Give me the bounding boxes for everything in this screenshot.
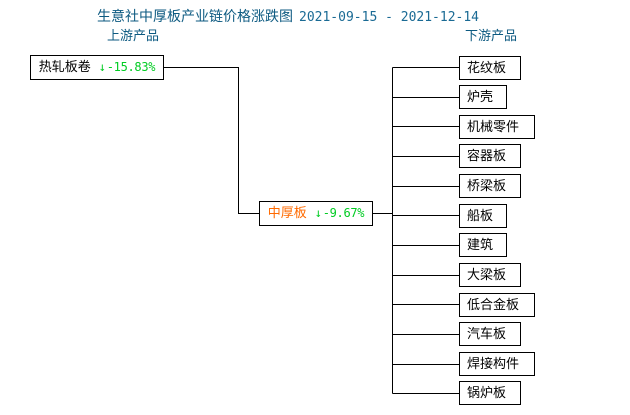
node-label: 建筑 [467, 237, 494, 253]
node-downstream-5[interactable]: 桥梁板 [459, 174, 521, 198]
downstream-branches [392, 67, 459, 394]
node-label: 容器板 [467, 148, 507, 164]
date-range: 2021-09-15 - 2021-12-14 [299, 10, 480, 25]
node-label: 热轧板卷 [38, 60, 91, 75]
node-upstream-hot-rolled-coil[interactable]: 热轧板卷 ↓-15.83% [30, 55, 164, 80]
page-title: 生意社中厚板产业链价格涨跌图 [97, 9, 293, 25]
node-downstream-7[interactable]: 建筑 [459, 233, 507, 257]
node-downstream-6[interactable]: 船板 [459, 204, 507, 228]
edge-upstream-to-center [164, 67, 259, 214]
change-percent: -15.83% [106, 60, 156, 74]
node-label: 机械零件 [467, 119, 520, 135]
upstream-column-label: 上游产品 [107, 29, 160, 44]
node-downstream-8[interactable]: 大梁板 [459, 263, 521, 287]
arrow-down-icon: ↓ [98, 60, 106, 74]
node-label: 锅炉板 [467, 385, 507, 401]
node-label: 花纹板 [467, 60, 507, 76]
node-downstream-9[interactable]: 低合金板 [459, 293, 535, 317]
node-downstream-2[interactable]: 炉壳 [459, 85, 507, 109]
node-center-medium-plate[interactable]: 中厚板 ↓-9.67% [259, 201, 373, 226]
node-downstream-3[interactable]: 机械零件 [459, 115, 535, 139]
node-label: 焊接构件 [467, 356, 520, 372]
node-label: 中厚板 [267, 206, 307, 221]
node-label: 船板 [467, 208, 494, 224]
node-downstream-4[interactable]: 容器板 [459, 144, 521, 168]
node-downstream-1[interactable]: 花纹板 [459, 56, 521, 80]
node-label: 炉壳 [467, 89, 494, 105]
price-change-value: ↓-15.83% [98, 60, 156, 74]
node-label: 桥梁板 [467, 178, 507, 194]
chart-title-row: 生意社中厚板产业链价格涨跌图 2021-09-15 - 2021-12-14 [97, 8, 479, 26]
price-change-value: ↓-9.67% [315, 207, 365, 220]
node-label: 大梁板 [467, 267, 507, 283]
node-downstream-11[interactable]: 焊接构件 [459, 352, 535, 376]
node-label: 汽车板 [467, 326, 507, 342]
node-label: 低合金板 [467, 297, 520, 313]
node-downstream-12[interactable]: 锅炉板 [459, 381, 521, 405]
change-percent: -9.67% [322, 206, 365, 220]
node-downstream-10[interactable]: 汽车板 [459, 322, 521, 346]
downstream-column-label: 下游产品 [465, 29, 518, 44]
arrow-down-icon: ↓ [314, 206, 322, 220]
